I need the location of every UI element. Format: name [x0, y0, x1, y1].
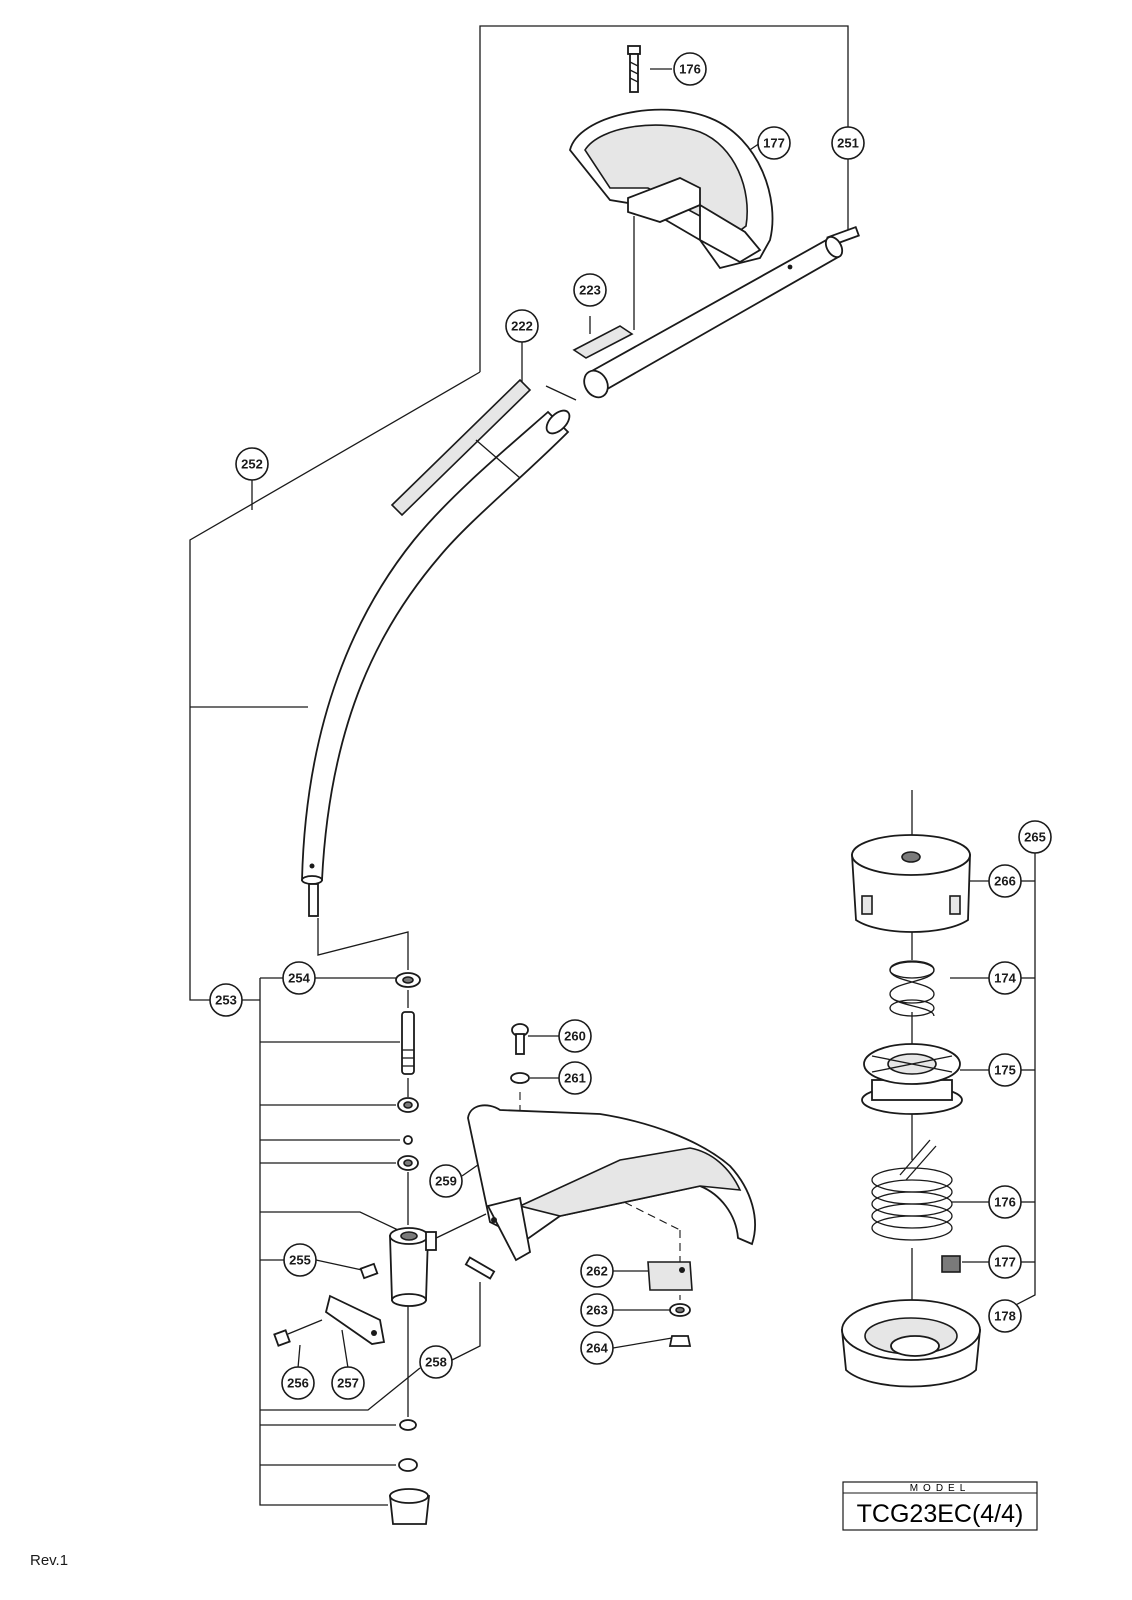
callout-258: 258 [419, 1345, 453, 1379]
eyelet-177 [941, 1255, 961, 1273]
svg-text:256: 256 [287, 1376, 309, 1391]
trimmer-line-176 [871, 1139, 953, 1241]
grip-223 [572, 325, 634, 359]
svg-text:260: 260 [564, 1029, 586, 1044]
callout-256: 256 [281, 1366, 315, 1400]
callout-265: 265 [1018, 820, 1052, 854]
guard-fasteners-260-261 [510, 1023, 530, 1084]
callout-260: 260 [558, 1019, 592, 1053]
gear-case-253 [388, 972, 437, 1525]
callout-177-head: 177 [988, 1245, 1022, 1279]
svg-text:175: 175 [994, 1063, 1016, 1078]
callout-261: 261 [558, 1061, 592, 1095]
curved-shaft-252 [301, 409, 571, 917]
callout-178: 178 [988, 1299, 1022, 1333]
callout-263: 263 [580, 1293, 614, 1327]
svg-text:255: 255 [289, 1253, 311, 1268]
svg-text:178: 178 [994, 1309, 1016, 1324]
callout-252: 252 [235, 447, 269, 481]
svg-text:266: 266 [994, 874, 1016, 889]
callout-176-head: 176 [988, 1185, 1022, 1219]
spring-174 [889, 960, 935, 1017]
callout-176: 176 [673, 52, 707, 86]
svg-text:222: 222 [511, 319, 533, 334]
svg-text:254: 254 [288, 971, 310, 986]
bolts-255-258 [273, 1256, 496, 1347]
model-label: MODEL [910, 1483, 971, 1494]
callout-259: 259 [429, 1164, 463, 1198]
callout-255: 255 [283, 1243, 317, 1277]
svg-text:265: 265 [1024, 830, 1046, 845]
callout-264: 264 [580, 1331, 614, 1365]
callout-177: 177 [757, 126, 791, 160]
callout-174: 174 [988, 961, 1022, 995]
revision-label: Rev.1 [30, 1552, 68, 1569]
svg-text:261: 261 [564, 1071, 586, 1086]
callout-175: 175 [988, 1053, 1022, 1087]
drive-shaft-251 [583, 225, 860, 399]
grip-222 [390, 378, 532, 517]
spool-cap-266 [851, 834, 971, 933]
callout-251: 251 [831, 126, 865, 160]
spool-175 [861, 1043, 963, 1115]
guard-259 [467, 1104, 756, 1262]
callout-223: 223 [573, 273, 607, 307]
svg-text:177: 177 [994, 1255, 1016, 1270]
handle-bolt-176 [627, 45, 641, 93]
callout-254: 254 [282, 961, 316, 995]
callout-257: 257 [331, 1366, 365, 1400]
svg-text:223: 223 [579, 283, 601, 298]
callout-222: 222 [505, 309, 539, 343]
svg-text:174: 174 [994, 971, 1016, 986]
svg-text:262: 262 [586, 1264, 608, 1279]
model-title-block: MODEL TCG23EC(4/4) [842, 1481, 1038, 1531]
svg-text:258: 258 [425, 1355, 447, 1370]
loop-handle-177 [569, 108, 774, 270]
svg-text:177: 177 [763, 136, 785, 151]
cutter-parts-262-264 [647, 1261, 693, 1347]
svg-text:176: 176 [994, 1195, 1016, 1210]
svg-text:253: 253 [215, 993, 237, 1008]
svg-text:176: 176 [679, 62, 701, 77]
svg-text:264: 264 [586, 1341, 608, 1356]
callout-253: 253 [209, 983, 243, 1017]
spool-housing-178 [841, 1299, 981, 1388]
svg-text:251: 251 [837, 136, 859, 151]
callout-262: 262 [580, 1254, 614, 1288]
callout-266: 266 [988, 864, 1022, 898]
svg-text:259: 259 [435, 1174, 457, 1189]
leader-lines [189, 25, 1036, 1506]
svg-text:263: 263 [586, 1303, 608, 1318]
svg-text:257: 257 [337, 1376, 359, 1391]
model-name: TCG23EC(4/4) [857, 1500, 1024, 1528]
svg-text:252: 252 [241, 457, 263, 472]
